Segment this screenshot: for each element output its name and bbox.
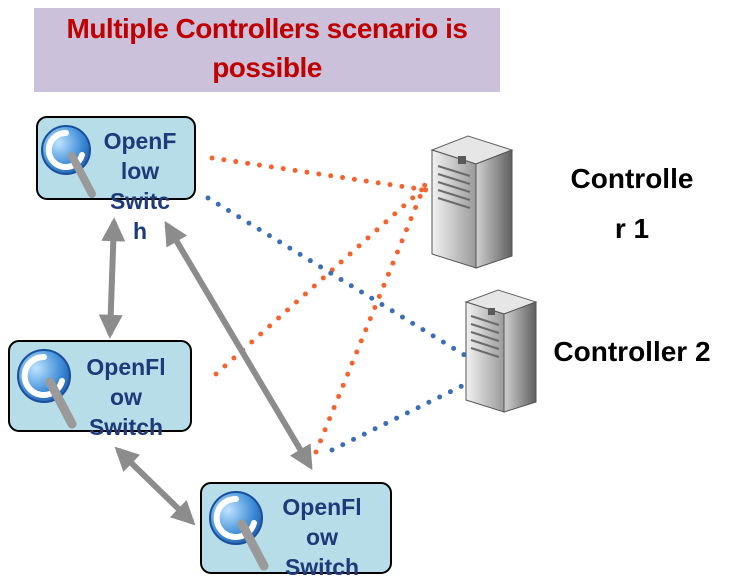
link-switch2-controller1 [213, 183, 429, 377]
link-switch1-switch3 [164, 220, 313, 471]
switch-1-label-line: h [132, 218, 148, 244]
switch-1-label-line: low [120, 158, 160, 184]
controller-1-label-line-1: Controlle [570, 163, 694, 194]
openflow-logo-icon [41, 125, 96, 198]
switch-1-label: OpenF low Switc h [92, 126, 188, 246]
switch-2-label: OpenFl ow Switch [70, 352, 182, 442]
switch-2-label-line: Switch [88, 414, 164, 440]
title-banner: Multiple Controllers scenario is possibl… [34, 8, 500, 92]
switch-1-label-line: Switc [109, 188, 171, 214]
link-switch3-controller2 [329, 381, 469, 453]
switch-3-label-line: ow [306, 524, 338, 550]
link-switch1-controller2 [205, 195, 469, 359]
title-line-2: possible [212, 52, 322, 83]
controller-1-label-line-2: r 1 [614, 213, 650, 244]
switch-3-label: OpenFl ow Switch [266, 492, 378, 582]
switch-1-label-line: OpenF [103, 128, 177, 154]
openflow-logo-icon [209, 491, 269, 571]
server-tower-icon [430, 135, 514, 269]
controller-2-label: Controller 2 [553, 336, 711, 367]
link-switch2-switch3 [114, 446, 196, 526]
switch-2-label-line: OpenFl [86, 354, 166, 380]
link-switch1-switch2 [98, 217, 126, 339]
openflow-logo-icon [17, 349, 77, 429]
controller-1-label: Controlle r 1 [548, 154, 716, 254]
switch-2-label-line: ow [110, 384, 142, 410]
switch-3-label-line: OpenFl [282, 494, 362, 520]
server-tower-icon [464, 289, 538, 413]
link-switch1-controller1 [209, 155, 429, 193]
title-line-1: Multiple Controllers scenario is [66, 13, 468, 44]
switch-3-label-line: Switch [284, 554, 360, 580]
link-switch3-controller1 [313, 179, 429, 455]
